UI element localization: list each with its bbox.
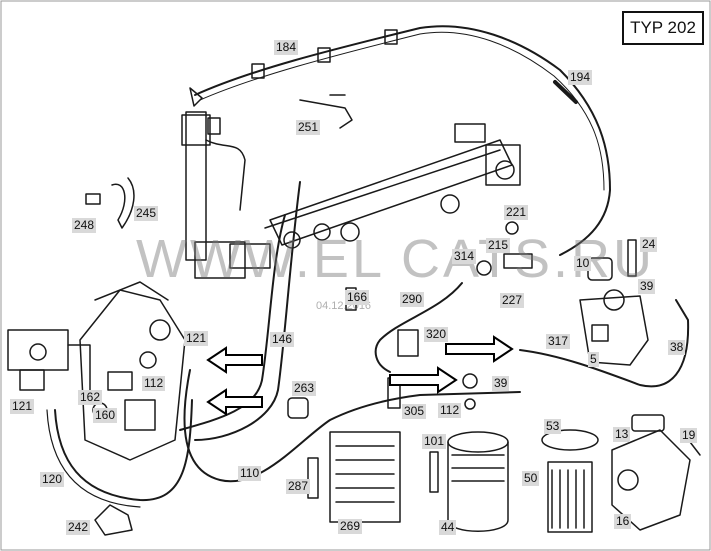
- watermark: WWW.EL CATS.RU: [136, 229, 655, 289]
- callout-251[interactable]: 251: [296, 120, 321, 135]
- arrow-right-upper: [445, 335, 514, 363]
- arrow-left-lower: [206, 388, 263, 416]
- callout-166[interactable]: 166: [345, 290, 370, 305]
- callout-39-right[interactable]: 39: [638, 279, 656, 294]
- callout-269[interactable]: 269: [338, 519, 363, 534]
- callout-112-left[interactable]: 112: [142, 376, 166, 391]
- seal-112: [464, 398, 476, 410]
- callout-110[interactable]: 110: [238, 466, 262, 481]
- top-connectors: [189, 29, 398, 107]
- callout-162[interactable]: 162: [78, 390, 103, 405]
- callout-221[interactable]: 221: [504, 205, 529, 220]
- rail-feed-line: [179, 214, 286, 431]
- indicator-arrows: [206, 335, 514, 416]
- bolt-101: [429, 451, 439, 493]
- line-110: [183, 369, 521, 483]
- callout-24[interactable]: 24: [640, 237, 658, 252]
- filter-housing: [611, 429, 691, 531]
- callout-44[interactable]: 44: [439, 520, 457, 535]
- arrow-right-lower: [389, 366, 458, 394]
- callout-263[interactable]: 263: [292, 381, 317, 396]
- clamp-263: [287, 397, 309, 419]
- callout-248[interactable]: 248: [72, 218, 97, 233]
- callout-53[interactable]: 53: [544, 419, 562, 434]
- line-290: [374, 282, 463, 373]
- pressure-regulator: [7, 329, 91, 391]
- callout-215[interactable]: 215: [486, 238, 511, 253]
- callout-184[interactable]: 184: [274, 40, 299, 55]
- callout-112-mid[interactable]: 112: [438, 403, 462, 418]
- connector-320: [397, 329, 419, 357]
- cooler: [329, 431, 401, 523]
- line-120: [54, 399, 193, 502]
- callout-5[interactable]: 5: [588, 352, 599, 367]
- callout-290[interactable]: 290: [400, 292, 425, 307]
- model-type-label: TYP 202: [622, 11, 704, 45]
- callout-305[interactable]: 305: [402, 404, 427, 419]
- bolt-287: [307, 457, 319, 499]
- callout-16[interactable]: 16: [614, 514, 632, 529]
- bolt-24: [627, 239, 637, 277]
- callout-194[interactable]: 194: [568, 70, 593, 85]
- clamp-242: [94, 504, 133, 536]
- callout-10[interactable]: 10: [574, 256, 592, 271]
- thermostat-housing: [579, 289, 649, 366]
- bracket-245: [111, 177, 135, 229]
- return-line-184: [194, 25, 611, 256]
- callout-160[interactable]: 160: [93, 408, 118, 423]
- callout-13[interactable]: 13: [613, 427, 631, 442]
- callout-245[interactable]: 245: [134, 206, 159, 221]
- callout-317[interactable]: 317: [546, 334, 571, 349]
- arrow-left-upper: [206, 346, 263, 374]
- callout-38[interactable]: 38: [668, 340, 686, 355]
- callout-121-top[interactable]: 121: [184, 331, 209, 346]
- line-120-b: [46, 409, 141, 508]
- clip-251: [299, 94, 353, 129]
- callout-120[interactable]: 120: [40, 472, 65, 487]
- callout-19[interactable]: 19: [680, 428, 698, 443]
- callout-121-left[interactable]: 121: [10, 399, 35, 414]
- line-38: [519, 299, 690, 388]
- filter-element: [541, 429, 599, 533]
- bolt-248: [85, 193, 101, 205]
- injector: [181, 111, 271, 279]
- seal-39-left: [462, 373, 478, 389]
- callout-314[interactable]: 314: [452, 249, 477, 264]
- hose-194: [553, 80, 578, 104]
- common-rail: [264, 123, 521, 249]
- callout-101[interactable]: 101: [422, 434, 447, 449]
- callout-320[interactable]: 320: [424, 327, 449, 342]
- union-314: [476, 260, 492, 276]
- callout-287[interactable]: 287: [286, 479, 311, 494]
- gasket-13: [631, 414, 665, 432]
- callout-242[interactable]: 242: [66, 520, 91, 535]
- callout-50[interactable]: 50: [522, 471, 540, 486]
- callout-39-mid[interactable]: 39: [492, 376, 510, 391]
- high-pressure-pump: [79, 281, 186, 461]
- seal-221: [505, 221, 519, 235]
- fuel-filter: [447, 431, 509, 532]
- pin-19: [689, 441, 701, 456]
- rail-line-2: [194, 181, 301, 441]
- union-215: [503, 253, 533, 269]
- callout-227[interactable]: 227: [500, 293, 525, 308]
- return-line-inner: [199, 31, 605, 191]
- callout-146[interactable]: 146: [270, 332, 295, 347]
